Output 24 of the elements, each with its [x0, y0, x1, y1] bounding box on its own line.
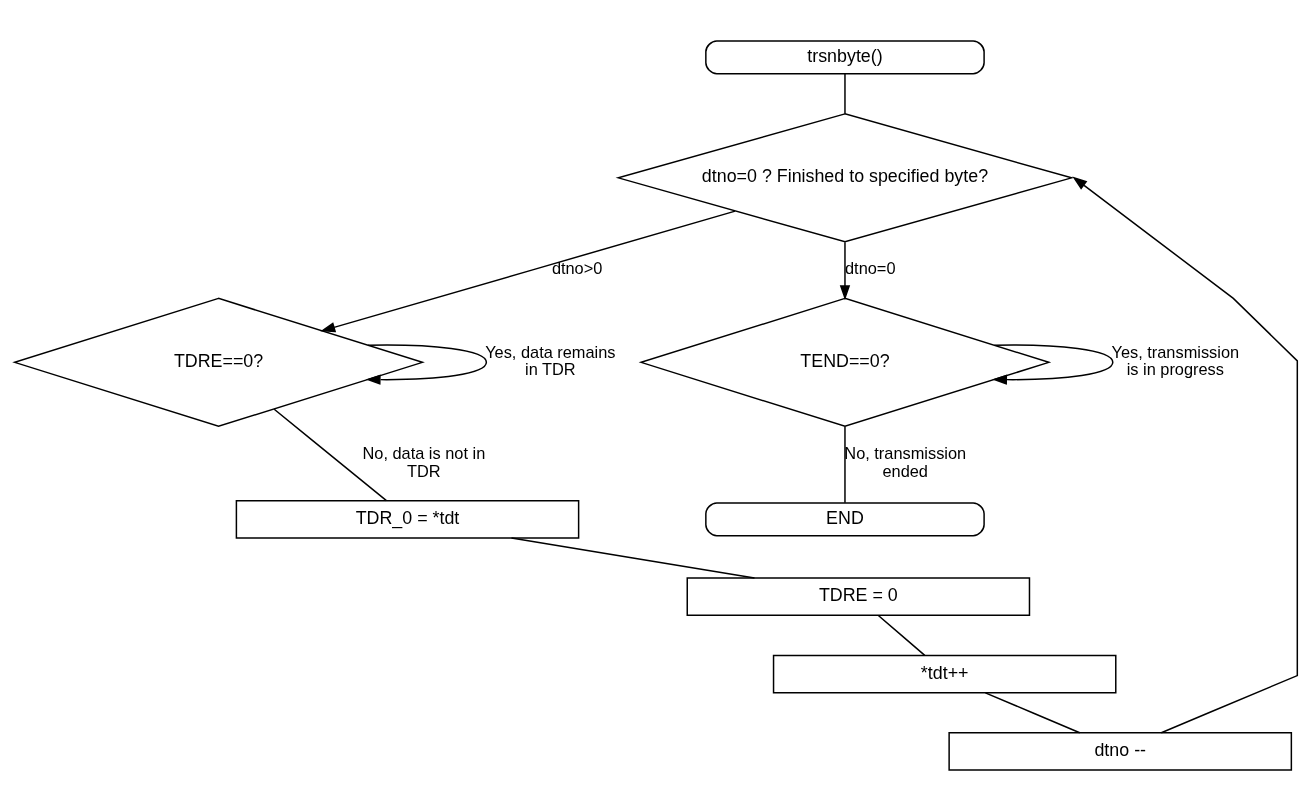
edge-label: Yes, data remains in TDR	[485, 342, 616, 378]
edge-label: dtno>0	[551, 258, 603, 277]
connector	[273, 407, 388, 501]
arrow	[839, 241, 851, 300]
node-diamond: dtno=0 ? Finished to specified byte?	[615, 112, 1075, 243]
edge-label: No, data is not in TDR	[362, 443, 486, 480]
node-box: END	[705, 501, 985, 536]
connector	[844, 72, 846, 114]
connector	[877, 614, 926, 656]
arrow	[320, 209, 736, 332]
node-diamond: TDRE==0?	[12, 297, 425, 427]
arrow	[1072, 175, 1299, 733]
arrow	[365, 343, 488, 385]
connector	[844, 425, 846, 504]
connector	[984, 691, 1081, 734]
node-box: trsnbyte()	[705, 39, 985, 74]
connector	[510, 536, 756, 579]
edge-label: Yes, transmission is in progress	[1111, 342, 1240, 378]
node-diamond: TEND==0?	[638, 297, 1052, 427]
node-box: dtno --	[948, 731, 1293, 771]
arrow	[992, 343, 1114, 385]
node-box: TDRE = 0	[686, 576, 1031, 616]
node-box: TDR_0 = *tdt	[235, 499, 580, 539]
node-box: *tdt++	[772, 654, 1117, 693]
